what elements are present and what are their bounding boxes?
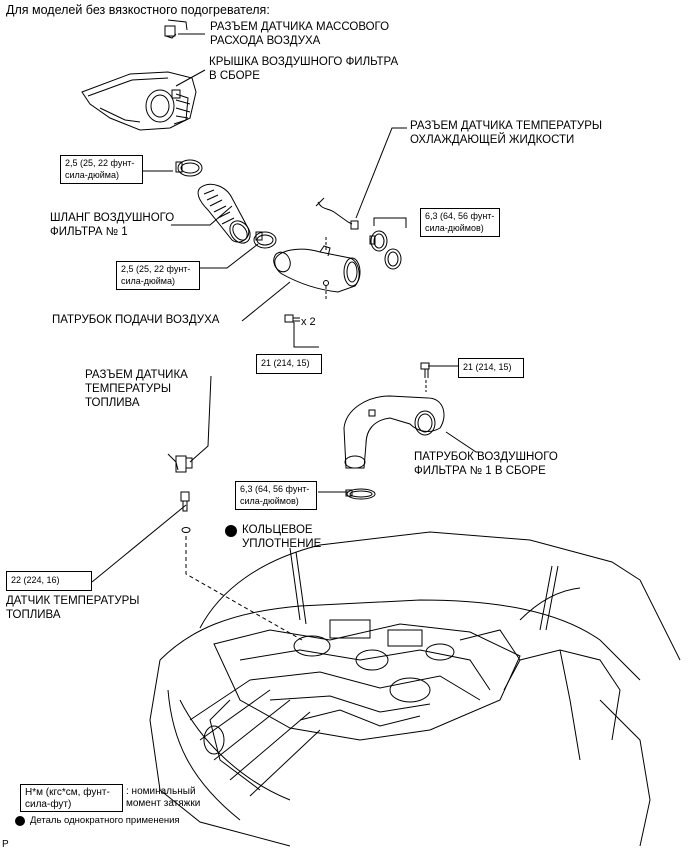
label-air-cleaner-hose: ШЛАНГ ВОЗДУШНОГО ФИЛЬТРА № 1	[50, 212, 175, 238]
legend-non-reusable-text: Деталь однократного применения	[30, 815, 180, 826]
torque-box-clamp-mid: 2,5 (25, 22 фунт- сила-дюйма)	[116, 261, 200, 290]
clamps-right-drawing	[370, 231, 401, 269]
clamp-mid-drawing	[254, 232, 276, 248]
label-maf-connector: РАЗЪЕМ ДАТЧИКА МАССОВОГО РАСХОДА ВОЗДУХА	[210, 21, 390, 47]
torque-box-bolt-pipe: 21 (214, 15)	[458, 358, 524, 378]
legend-unit-box: Н*м (кгс*см, фунт- сила-фут)	[20, 784, 123, 812]
torque-box-clamp-pipe: 6,3 (64, 56 фунт- сила-дюймов)	[235, 481, 317, 510]
fuel-sensor-drawing	[181, 492, 189, 511]
bolt-pipe-drawing	[421, 363, 429, 392]
clamp-pipe-drawing	[346, 489, 375, 499]
intake-pipe-drawing	[271, 236, 360, 300]
leader-lines	[92, 34, 480, 582]
torque-box-bolt-intake: 21 (214, 15)	[256, 354, 322, 374]
page-header: Для моделей без вязкостного подогревател…	[6, 3, 270, 17]
air-cleaner-pipe-drawing	[344, 396, 444, 468]
clamp-top-drawing	[176, 160, 202, 176]
torque-box-clamp-top: 2,5 (25, 22 фунт- сила-дюйма)	[60, 155, 143, 184]
label-o-ring: КОЛЬЦЕВОЕ УПЛОТНЕНИЕ	[242, 524, 322, 550]
label-bolt-count: x 2	[301, 316, 316, 328]
air-cleaner-cap-drawing	[82, 72, 196, 130]
label-coolant-temp-connector: РАЗЪЕМ ДАТЧИКА ТЕМПЕРАТУРЫ ОХЛАЖДАЮЩЕЙ Ж…	[410, 120, 603, 146]
torque-box-clamp-right: 6,3 (64, 56 фунт- сила-дюймов)	[420, 208, 500, 237]
corner-mark: P	[2, 839, 9, 850]
o-ring-drawing	[182, 528, 190, 533]
non-reusable-marker	[225, 525, 237, 537]
fuel-connector-drawing	[168, 454, 192, 472]
legend-marker	[15, 816, 25, 826]
air-cleaner-hose-drawing	[198, 184, 254, 247]
legend-unit-description: : номинальный момент затяжки	[126, 786, 201, 809]
label-fuel-temp-sensor: ДАТЧИК ТЕМПЕРАТУРЫ ТОПЛИВА	[6, 595, 140, 621]
maf-connector-drawing	[165, 20, 187, 38]
label-air-cleaner-cap: КРЫШКА ВОЗДУШНОГО ФИЛЬТРА В СБОРЕ	[209, 56, 399, 82]
bolt-intake-drawing	[285, 315, 300, 322]
label-fuel-temp-connector: РАЗЪЕМ ДАТЧИКА ТЕМПЕРАТУРЫ ТОПЛИВА	[85, 369, 188, 409]
label-intake-pipe: ПАТРУБОК ПОДАЧИ ВОЗДУХА	[52, 314, 220, 326]
label-air-cleaner-pipe: ПАТРУБОК ВОЗДУШНОГО ФИЛЬТРА № 1 В СБОРЕ	[414, 451, 558, 477]
vehicle-front-drawing	[150, 532, 680, 846]
torque-box-fuel-sensor: 22 (224, 16)	[6, 571, 92, 591]
coolant-connector-drawing	[316, 198, 358, 229]
